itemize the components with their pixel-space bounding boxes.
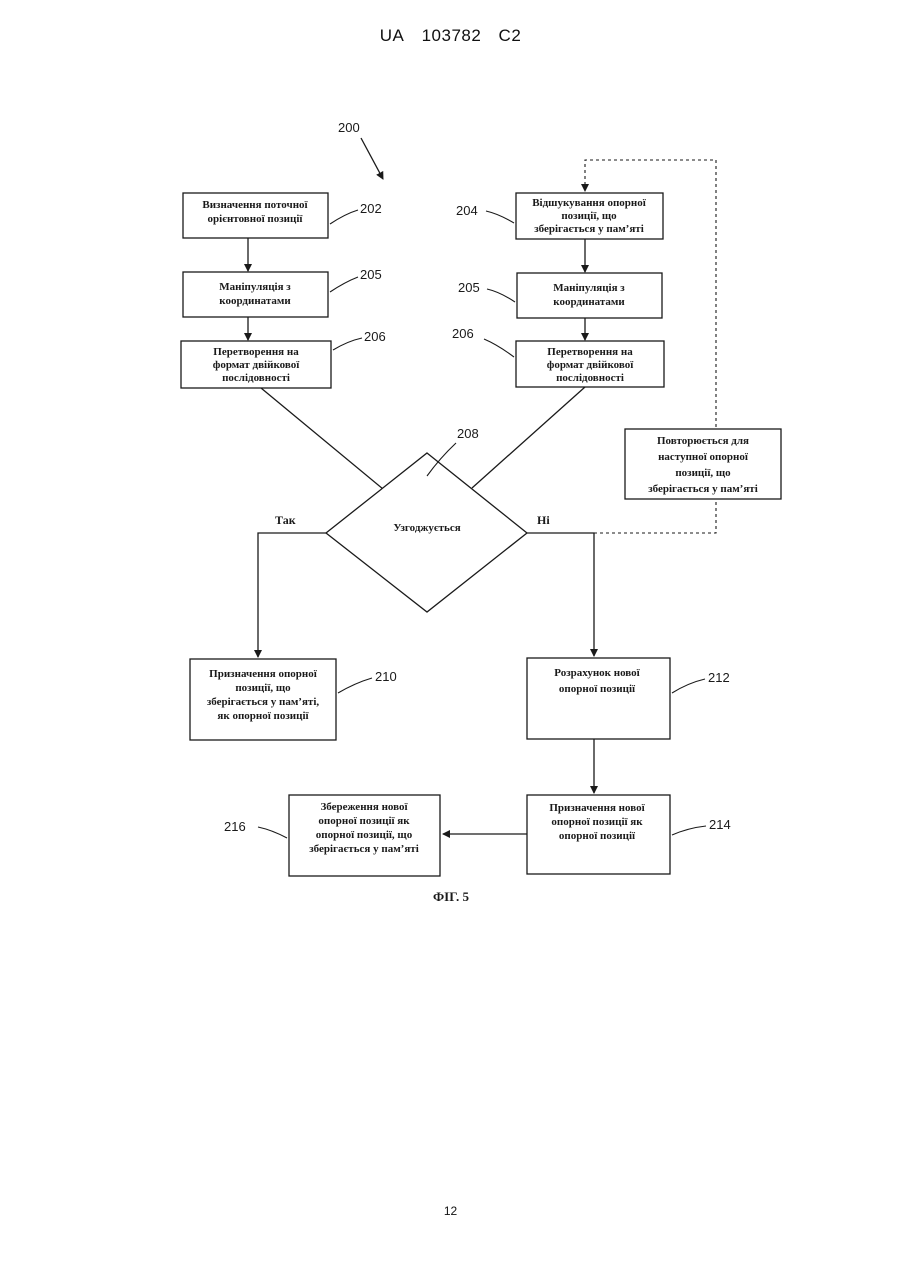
box-206-right-line-2: формат двійкової xyxy=(547,359,635,371)
box-205-right-line-1: Маніпуляція з xyxy=(553,282,625,294)
leader-205-left xyxy=(330,277,358,292)
box-repeat-line-2: наступної опорної xyxy=(658,451,749,463)
box-210-line-2: позиції, що xyxy=(235,682,291,694)
box-repeat-line-3: позиції, що xyxy=(675,467,731,479)
branch-yes-line xyxy=(258,533,326,657)
box-205-left-line-2: координатами xyxy=(219,295,291,307)
line-206-left-decision xyxy=(261,388,383,489)
ref-208: 208 xyxy=(457,426,479,441)
ref-206-left: 206 xyxy=(364,329,386,344)
box-212-line-2: опорної позиції xyxy=(559,683,636,695)
ref-200-arrow xyxy=(361,138,383,179)
ref-204: 204 xyxy=(456,203,478,218)
box-214-line-3: опорної позиції xyxy=(559,830,636,842)
ref-205-right: 205 xyxy=(458,280,480,295)
ref-210: 210 xyxy=(375,669,397,684)
leader-210 xyxy=(338,678,372,693)
box-214-line-2: опорної позиції як xyxy=(551,816,643,828)
box-repeat-line-1: Повторюється для xyxy=(657,435,749,447)
ref-205-left: 205 xyxy=(360,267,382,282)
box-202-line-1: Визначення поточної xyxy=(202,199,308,211)
label-yes: Так xyxy=(275,513,296,527)
box-205-left-line-1: Маніпуляція з xyxy=(219,281,291,293)
leader-206-left xyxy=(333,338,362,350)
leader-202 xyxy=(330,210,358,224)
line-206-right-decision xyxy=(472,387,585,488)
leader-206-right xyxy=(484,339,514,357)
figure-caption: ФІГ. 5 xyxy=(433,889,470,904)
box-204-line-1: Відшукування опорної xyxy=(532,197,647,209)
box-210-line-1: Призначення опорної xyxy=(209,668,318,680)
box-216-line-3: опорної позиції, що xyxy=(316,829,413,841)
box-210-line-3: зберігається у пам’яті, xyxy=(207,696,320,708)
box-204-line-2: позиції, що xyxy=(561,210,617,222)
box-repeat-line-4: зберігається у пам’яті xyxy=(648,483,758,495)
box-216-line-1: Збереження нової xyxy=(320,801,408,813)
box-206-right-line-1: Перетворення на xyxy=(547,346,633,358)
branch-no-line xyxy=(527,533,594,656)
box-212-line-1: Розрахунок нової xyxy=(554,667,640,679)
decision-text: Узгоджується xyxy=(393,522,460,534)
ref-200: 200 xyxy=(338,120,360,135)
leader-204 xyxy=(486,211,514,223)
box-202-line-2: орієнтовної позиції xyxy=(208,213,304,225)
label-no: Ні xyxy=(537,513,550,527)
page-number: 12 xyxy=(0,1204,901,1218)
ref-214: 214 xyxy=(709,817,731,832)
leader-205-right xyxy=(487,289,515,302)
box-204-line-3: зберігається у пам’яті xyxy=(534,223,644,235)
box-206-left-line-3: послідовності xyxy=(222,372,290,384)
box-216-line-2: опорної позиції як xyxy=(318,815,410,827)
box-210-line-4: як опорної позиції xyxy=(217,710,309,722)
ref-202: 202 xyxy=(360,201,382,216)
box-216-line-4: зберігається у пам’яті xyxy=(309,843,419,855)
box-214-line-1: Призначення нової xyxy=(549,802,645,814)
ref-206-right: 206 xyxy=(452,326,474,341)
box-206-right-line-3: послідовності xyxy=(556,372,624,384)
leader-214 xyxy=(672,826,706,835)
box-206-left-line-2: формат двійкової xyxy=(213,359,301,371)
box-206-left-line-1: Перетворення на xyxy=(213,346,299,358)
leader-216 xyxy=(258,827,287,838)
box-205-right-line-2: координатами xyxy=(553,296,625,308)
ref-216: 216 xyxy=(224,819,246,834)
leader-212 xyxy=(672,679,705,693)
ref-212: 212 xyxy=(708,670,730,685)
